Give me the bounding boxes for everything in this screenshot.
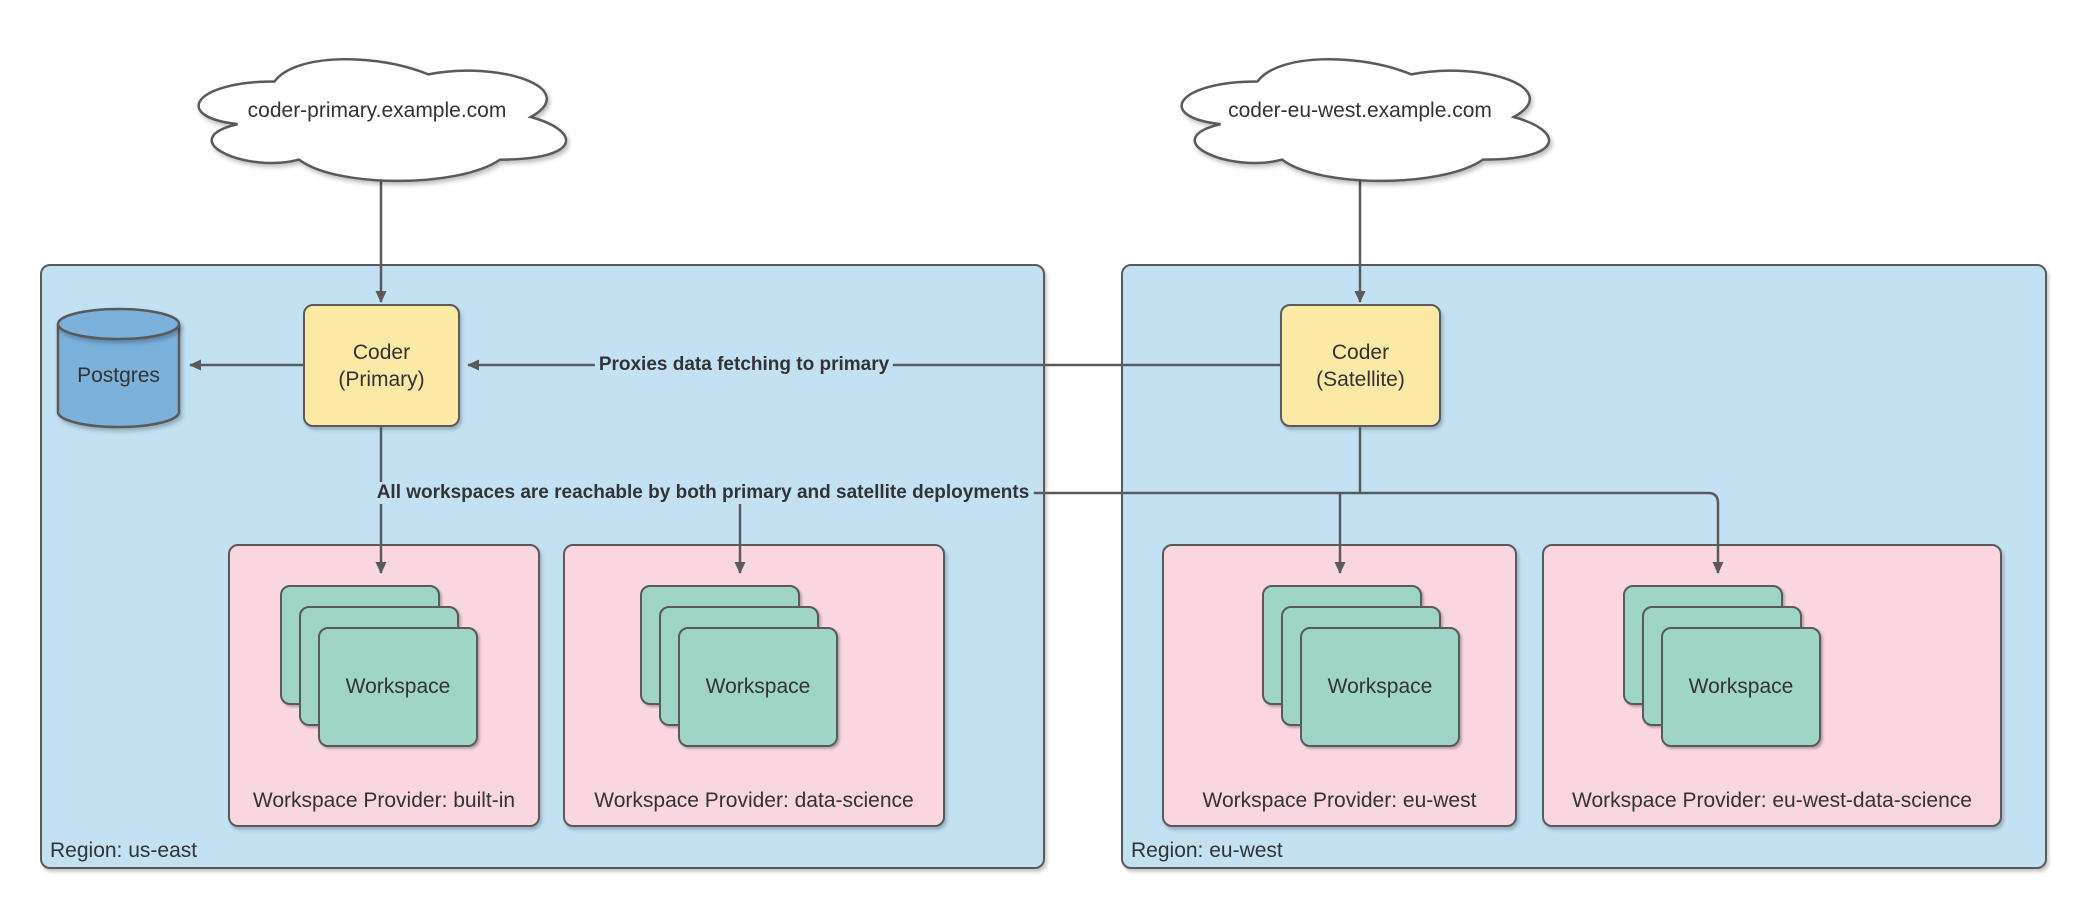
- coder-primary-name: Coder: [352, 340, 411, 364]
- coder-satellite-name: Coder: [1331, 340, 1390, 364]
- workspace-label: Workspace: [345, 675, 451, 698]
- workspace-card-front: Workspace: [1661, 627, 1821, 747]
- workspace-stack-built-in: Workspace: [280, 585, 480, 750]
- workspace-label: Workspace: [1327, 675, 1433, 698]
- reachable-annotation: All workspaces are reachable by both pri…: [372, 482, 1034, 504]
- postgres-label: Postgres: [77, 364, 160, 387]
- coder-satellite-node: Coder (Satellite): [1280, 304, 1441, 427]
- dns-eu-west-label: coder-eu-west.example.com: [1228, 99, 1492, 122]
- provider-data-science-label: Workspace Provider: data-science: [594, 789, 914, 812]
- workspace-card-front: Workspace: [318, 627, 478, 747]
- provider-eu-west-label: Workspace Provider: eu-west: [1202, 789, 1477, 812]
- coder-satellite-role: (Satellite): [1316, 367, 1405, 391]
- region-us-east-label: Region: us-east: [50, 839, 198, 862]
- workspace-label: Workspace: [705, 675, 811, 698]
- coder-primary-role: (Primary): [338, 367, 425, 391]
- region-eu-west-label: Region: eu-west: [1131, 839, 1283, 862]
- workspace-card-front: Workspace: [678, 627, 838, 747]
- workspace-stack-data-science: Workspace: [640, 585, 840, 750]
- workspace-card-front: Workspace: [1300, 627, 1460, 747]
- coder-primary-node: Coder (Primary): [303, 304, 460, 427]
- provider-eu-west-data-science-label: Workspace Provider: eu-west-data-science: [1572, 789, 1972, 812]
- provider-built-in-label: Workspace Provider: built-in: [252, 789, 516, 812]
- workspace-label: Workspace: [1688, 675, 1794, 698]
- dns-primary-label: coder-primary.example.com: [247, 99, 507, 122]
- proxies-annotation: Proxies data fetching to primary: [594, 354, 894, 376]
- workspace-stack-eu-west-data-science: Workspace: [1623, 585, 1823, 750]
- workspace-stack-eu-west: Workspace: [1262, 585, 1462, 750]
